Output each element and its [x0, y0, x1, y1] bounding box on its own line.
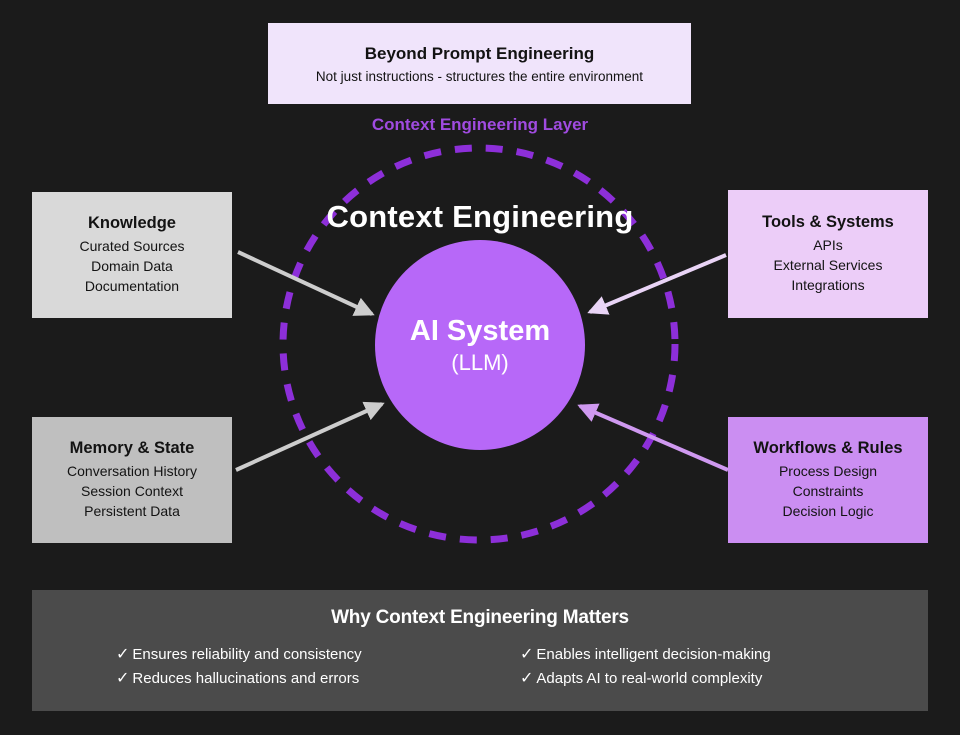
node-item: Conversation History [67, 463, 197, 479]
footer-title: Why Context Engineering Matters [331, 607, 629, 628]
banner-subtitle: Not just instructions - structures the e… [315, 68, 644, 84]
benefit-item: ✓ Enables intelligent decision-making [520, 643, 771, 667]
node-memory-state: Memory & State Conversation History Sess… [32, 417, 232, 543]
check-icon: ✓ [116, 670, 130, 687]
benefit-column-left: ✓ Ensures reliability and consistency ✓ … [116, 643, 520, 691]
node-item: Session Context [81, 483, 183, 499]
node-item: Decision Logic [782, 503, 874, 519]
node-item: APIs [813, 237, 843, 253]
banner-title: Beyond Prompt Engineering [364, 43, 595, 63]
benefit-text: Reduces hallucinations and errors [132, 670, 360, 687]
benefit-text: Adapts AI to real-world complexity [536, 670, 763, 687]
node-title: Workflows & Rules [753, 439, 903, 457]
node-item: Integrations [791, 277, 865, 293]
node-knowledge: Knowledge Curated Sources Domain Data Do… [32, 192, 232, 318]
node-workflows-rules: Workflows & Rules Process Design Constra… [728, 417, 928, 543]
node-item: Documentation [84, 278, 180, 294]
benefit-item: ✓ Adapts AI to real-world complexity [520, 667, 771, 691]
node-item: Curated Sources [79, 238, 185, 254]
benefit-columns: ✓ Ensures reliability and consistency ✓ … [32, 643, 928, 691]
check-icon: ✓ [520, 646, 534, 663]
node-item: Constraints [792, 483, 864, 499]
top-banner: Beyond Prompt Engineering Not just instr… [268, 23, 691, 104]
check-icon: ✓ [116, 646, 130, 663]
ai-system-subtitle: (LLM) [451, 349, 509, 375]
ai-system-node: AI System (LLM) [375, 240, 585, 450]
arrow-workflows-to-ai [577, 403, 729, 472]
node-title: Memory & State [69, 439, 195, 457]
node-title: Tools & Systems [762, 213, 894, 231]
check-icon: ✓ [520, 670, 534, 687]
node-title: Knowledge [87, 214, 176, 232]
benefit-text: Ensures reliability and consistency [132, 646, 362, 663]
node-item: Process Design [778, 463, 878, 479]
node-item: External Services [773, 257, 883, 273]
benefit-item: ✓ Reduces hallucinations and errors [116, 667, 520, 691]
arrow-memory-to-ai [235, 401, 385, 472]
node-tools-systems: Tools & Systems APIs External Services I… [728, 190, 928, 318]
arrow-tools-to-ai [587, 253, 727, 315]
node-item: Domain Data [91, 258, 173, 274]
ai-system-title: AI System [409, 314, 551, 347]
footer-panel: Why Context Engineering Matters ✓ Ensure… [32, 590, 928, 711]
benefit-column-right: ✓ Enables intelligent decision-making ✓ … [520, 643, 771, 691]
context-layer-ring [279, 144, 679, 544]
benefit-item: ✓ Ensures reliability and consistency [116, 643, 520, 667]
arrow-knowledge-to-ai [237, 250, 375, 316]
benefit-text: Enables intelligent decision-making [536, 646, 771, 663]
layer-label: Context Engineering Layer [371, 115, 589, 134]
node-item: Persistent Data [84, 503, 180, 519]
diagram-title: Context Engineering [326, 199, 634, 234]
